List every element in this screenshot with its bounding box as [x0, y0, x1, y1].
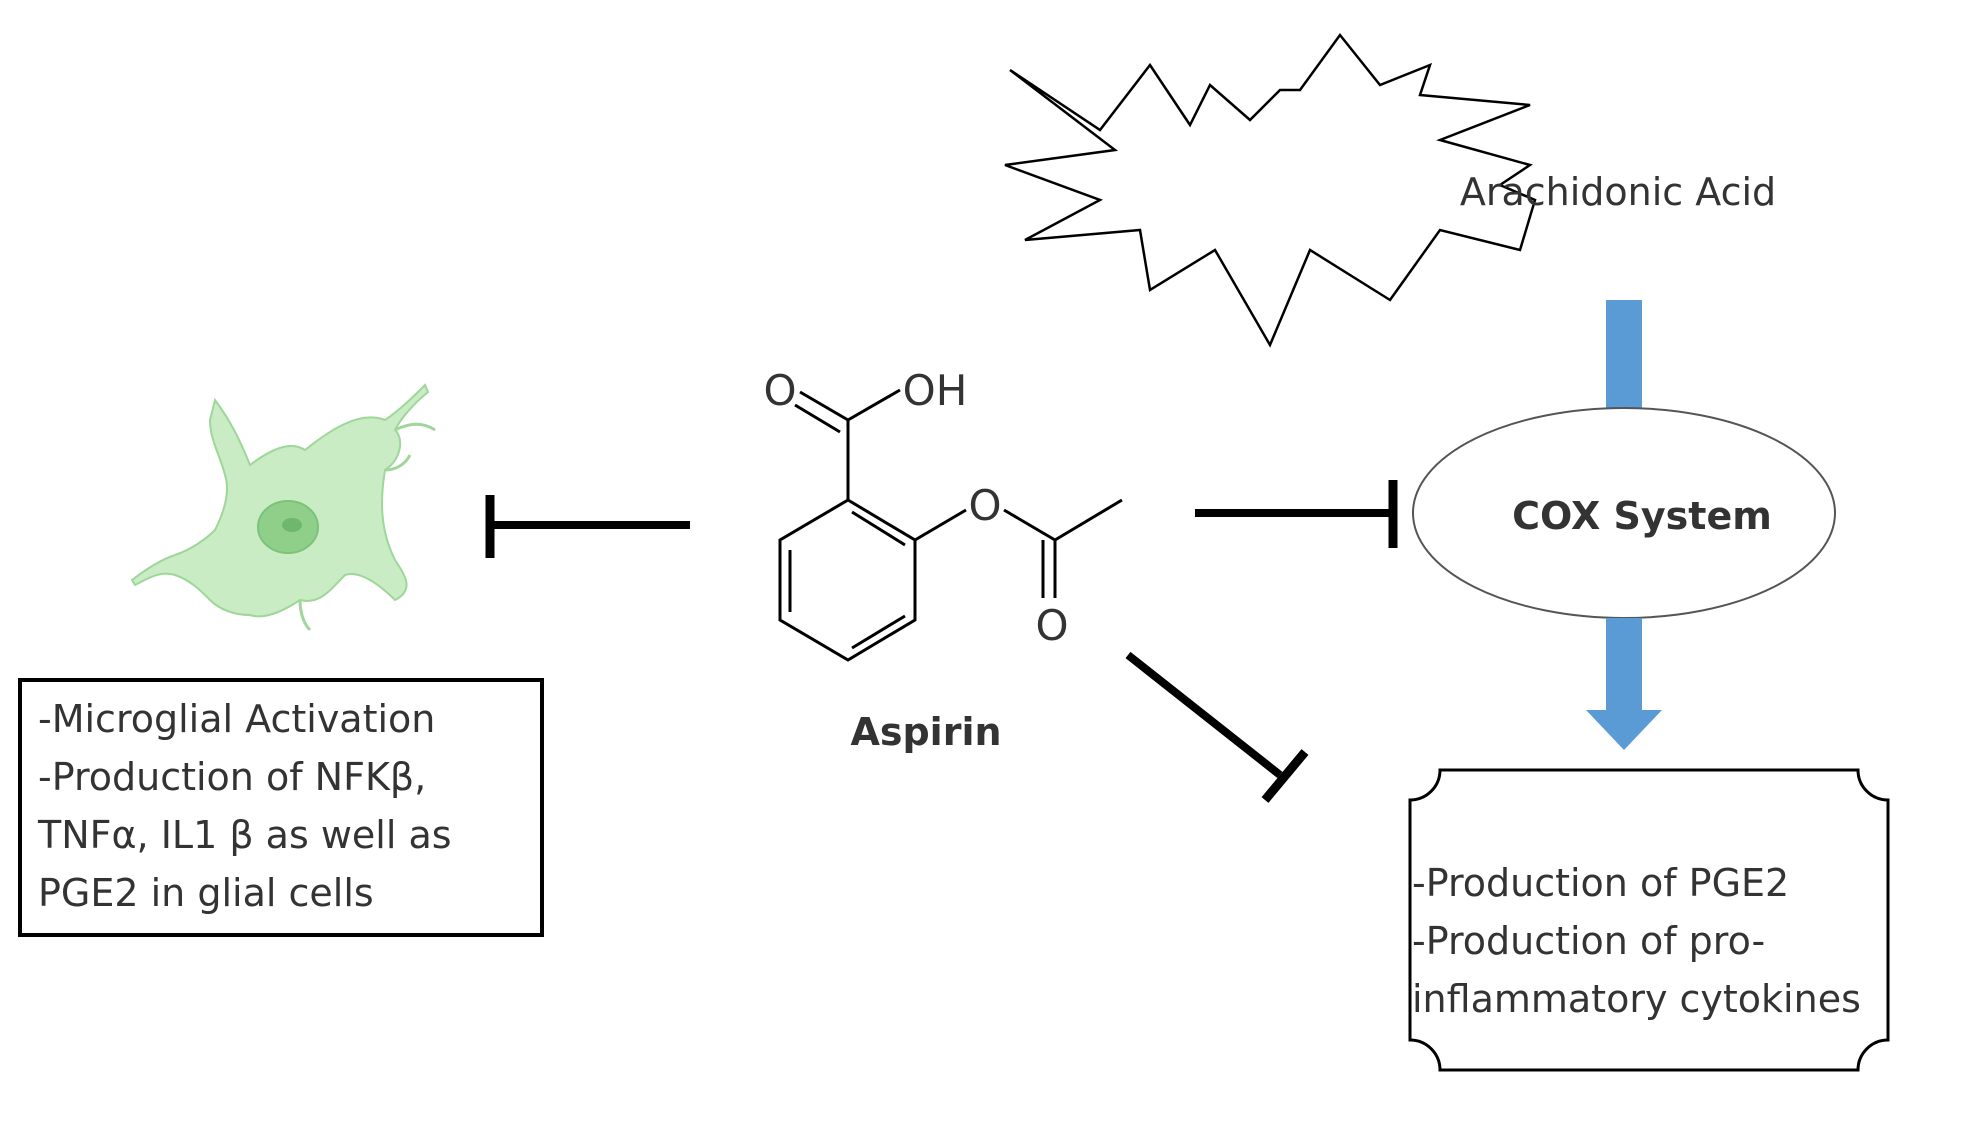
arachidonic-acid-label: Arachidonic Acid [1460, 170, 1776, 214]
arachidonic-acid-starburst [1004, 32, 1537, 348]
cox-system-label: COX System [1512, 494, 1772, 538]
microglia-effect-line: -Production of NFKβ, [38, 755, 427, 799]
carbonyl-oxygen-label: O [763, 366, 796, 415]
hydroxyl-label: OH [903, 366, 968, 415]
cox-output-line: -Production of pro- [1412, 919, 1766, 963]
inhibition-bar-output [1261, 749, 1309, 803]
microglia-effect-line: -Microglial Activation [38, 697, 436, 741]
microglia-effects-text: -Microglial Activation -Production of NF… [38, 690, 452, 922]
microglia-effect-line: TNFα, IL1 β as well as [38, 813, 452, 857]
microglia-cell-icon [130, 383, 436, 632]
microglia-effects-box [18, 678, 544, 937]
ester-oxygen-label: O [968, 481, 1001, 530]
cox-output-text: -Production of PGE2 -Production of pro- … [1410, 854, 1890, 1028]
cox-output-line: inflammatory cytokines [1412, 977, 1861, 1021]
aspirin-molecule [778, 388, 1123, 662]
aspirin-label: Aspirin [850, 710, 1001, 754]
arrow-arachidonic-to-cox [1606, 300, 1642, 420]
microglia-effect-line: PGE2 in glial cells [38, 871, 374, 915]
acetyl-oxygen-label: O [1035, 601, 1068, 650]
cox-output-box [1408, 768, 1890, 1072]
arrow-cox-to-output [1586, 618, 1662, 750]
cox-output-line: -Production of PGE2 [1412, 861, 1790, 905]
inhibition-line-aspirin-to-output [1125, 651, 1283, 779]
